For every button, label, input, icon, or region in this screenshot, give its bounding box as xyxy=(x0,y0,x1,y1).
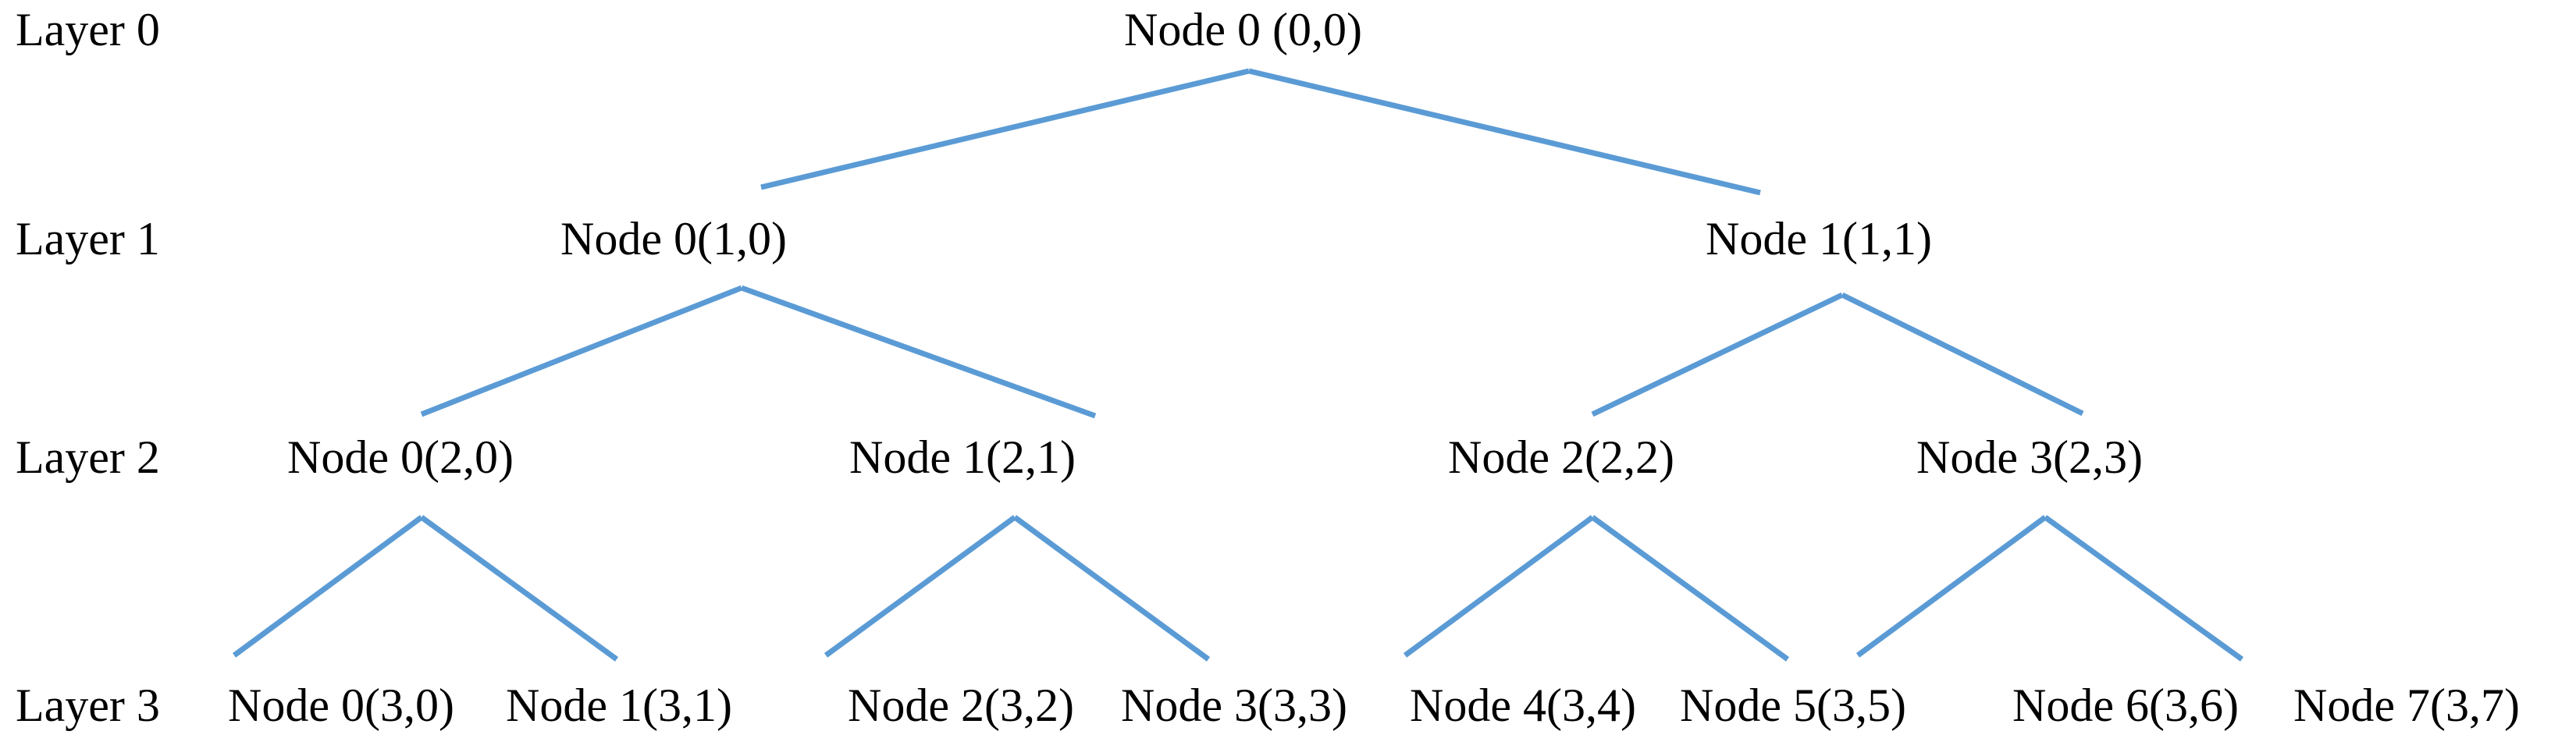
tree-edge-l2n3-to-l3n6 xyxy=(1856,515,2048,658)
tree-edge-l2n1-to-l3n2 xyxy=(824,515,1017,658)
layer-label-3: Layer 3 xyxy=(16,680,160,731)
tree-edge-l2n2-to-l3n4 xyxy=(1403,515,1595,658)
tree-node-2-2[interactable]: Node 2(2,2) xyxy=(1448,431,1674,483)
layer-label-0: Layer 0 xyxy=(16,4,160,55)
tree-edge-l2n2-to-l3n5 xyxy=(1590,515,1790,662)
tree-edge-root-to-right xyxy=(1248,68,1761,196)
tree-edge-l2n0-to-l3n1 xyxy=(419,515,619,662)
tree-edge-l2n1-to-l3n3 xyxy=(1012,515,1211,662)
tree-node-2-3[interactable]: Node 3(2,3) xyxy=(1916,431,2143,483)
tree-node-2-1[interactable]: Node 1(2,1) xyxy=(849,431,1076,483)
tree-node-3-4[interactable]: Node 4(3,4) xyxy=(1410,680,1636,731)
tree-node-3-0[interactable]: Node 0(3,0) xyxy=(228,680,454,731)
tree-node-3-1[interactable]: Node 1(3,1) xyxy=(506,680,732,731)
tree-edge-root-to-left xyxy=(760,68,1250,190)
tree-node-3-7[interactable]: Node 7(3,7) xyxy=(2293,680,2520,731)
tree-edge-l2n0-to-l3n0 xyxy=(232,515,424,658)
tree-node-2-0[interactable]: Node 0(2,0) xyxy=(287,431,514,483)
tree-edge-l1n0-to-l2n0 xyxy=(420,285,743,417)
tree-node-3-5[interactable]: Node 5(3,5) xyxy=(1680,680,1906,731)
tree-node-3-2[interactable]: Node 2(3,2) xyxy=(848,680,1074,731)
tree-edge-l1n0-to-l2n1 xyxy=(740,285,1097,419)
tree-edge-l1n1-to-l2n3 xyxy=(1841,292,2084,417)
tree-edge-l1n1-to-l2n2 xyxy=(1591,292,1844,417)
layer-label-2: Layer 2 xyxy=(16,431,160,483)
tree-node-1-1[interactable]: Node 1(1,1) xyxy=(1706,213,1932,264)
tree-node-0-0[interactable]: Node 0 (0,0) xyxy=(1124,4,1362,55)
tree-node-1-0[interactable]: Node 0(1,0) xyxy=(560,213,787,264)
tree-node-3-3[interactable]: Node 3(3,3) xyxy=(1121,680,1347,731)
layer-label-1: Layer 1 xyxy=(16,213,160,264)
tree-node-3-6[interactable]: Node 6(3,6) xyxy=(2012,680,2239,731)
tree-edge-l2n3-to-l3n7 xyxy=(2043,515,2244,662)
